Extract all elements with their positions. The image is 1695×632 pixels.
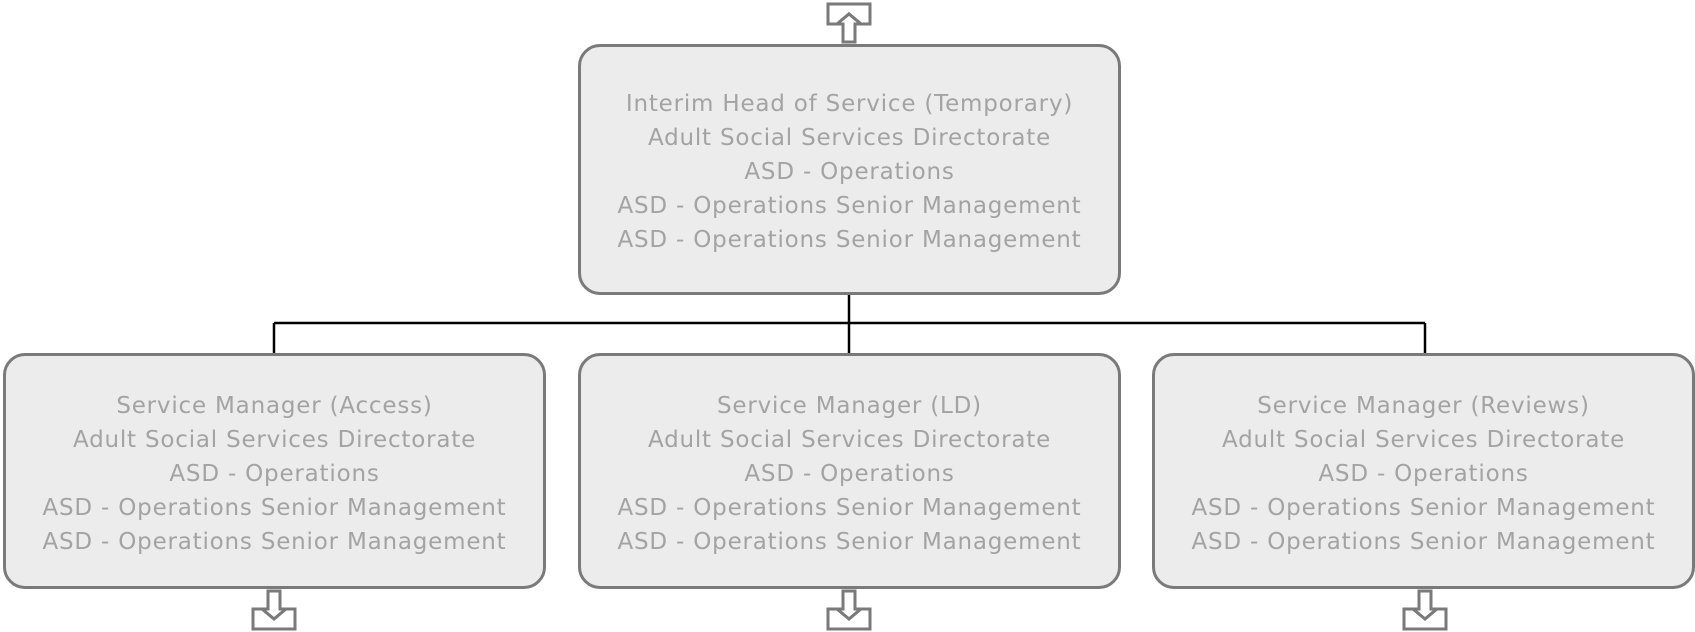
org-node-access[interactable]: Service Manager (Access) Adult Social Se… [3, 353, 546, 589]
node-division: ASD - Operations [169, 461, 380, 487]
org-node-ld[interactable]: Service Manager (LD) Adult Social Servic… [578, 353, 1121, 589]
node-directorate: Adult Social Services Directorate [647, 427, 1052, 453]
arrow-down-icon[interactable] [826, 589, 872, 631]
node-section: ASD - Operations Senior Management [617, 192, 1082, 219]
node-team: ASD - Operations Senior Management [1191, 529, 1656, 555]
org-node-reviews[interactable]: Service Manager (Reviews) Adult Social S… [1152, 353, 1695, 589]
node-division: ASD - Operations [744, 461, 955, 487]
arrow-down-icon[interactable] [1402, 589, 1448, 631]
node-team: ASD - Operations Senior Management [617, 529, 1082, 555]
node-title: Service Manager (Reviews) [1257, 393, 1590, 419]
node-directorate: Adult Social Services Directorate [647, 124, 1052, 151]
node-directorate: Adult Social Services Directorate [72, 427, 477, 453]
org-node-root[interactable]: Interim Head of Service (Temporary) Adul… [578, 44, 1121, 295]
node-section: ASD - Operations Senior Management [617, 495, 1082, 521]
node-section: ASD - Operations Senior Management [42, 495, 507, 521]
node-division: ASD - Operations [1318, 461, 1529, 487]
node-directorate: Adult Social Services Directorate [1221, 427, 1626, 453]
node-title: Interim Head of Service (Temporary) [625, 90, 1074, 117]
node-title: Service Manager (Access) [116, 393, 433, 419]
arrow-up-icon[interactable] [826, 2, 872, 44]
arrow-down-icon[interactable] [251, 589, 297, 631]
node-team: ASD - Operations Senior Management [617, 226, 1082, 253]
node-section: ASD - Operations Senior Management [1191, 495, 1656, 521]
node-division: ASD - Operations [744, 158, 955, 185]
node-title: Service Manager (LD) [717, 393, 982, 419]
node-team: ASD - Operations Senior Management [42, 529, 507, 555]
